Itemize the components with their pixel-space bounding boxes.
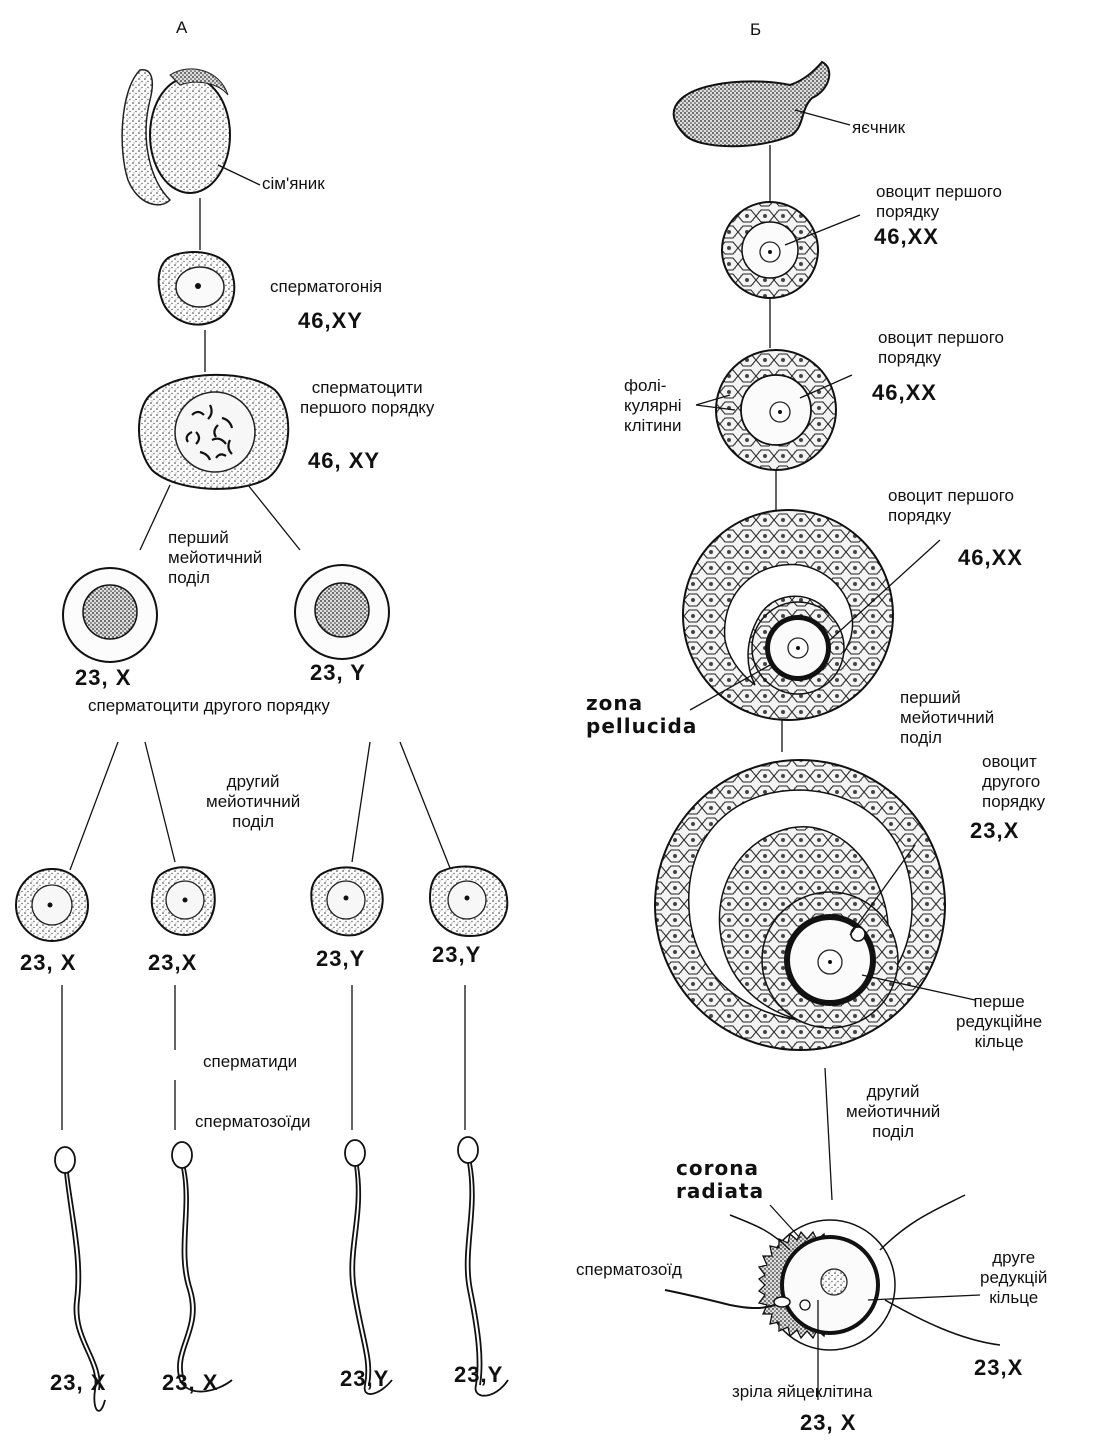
secondary-oocyte-karyotype: 23,X — [970, 818, 1020, 843]
spermatozoon-3 — [344, 1139, 393, 1395]
spermatids-label: сперматиди — [203, 1052, 298, 1071]
spermatid-cell-4 — [428, 865, 509, 938]
panel-a — [15, 68, 509, 1412]
sperm-karyotype-1: 23, X — [50, 1370, 107, 1395]
spermatogonium-cell — [157, 251, 236, 326]
primary-spermatocytes-karyotype: 46, XY — [308, 448, 381, 473]
oocyte3-karyotype: 46,XX — [958, 545, 1023, 570]
primary-oocyte-secondary-follicle — [682, 509, 894, 721]
first-meiotic-division-b: перший мейотичний поділ — [900, 688, 995, 747]
secondary-oocyte-follicle — [654, 759, 946, 1051]
oocyte1-label: овоцит першого порядку — [876, 182, 1002, 221]
primary-oocyte-primordial — [721, 201, 819, 299]
sperm-karyotype-4: 23,Y — [454, 1362, 504, 1387]
mature-egg-cell — [729, 1194, 1001, 1351]
oocyte1-karyotype: 46,XX — [874, 224, 939, 249]
panel-b — [654, 60, 1001, 1400]
primary-spermatocytes-label: сперматоцити першого порядку — [300, 378, 435, 417]
corona-radiata-label: corona radiata — [676, 1156, 765, 1203]
spermatid-karyotype-1: 23, X — [20, 950, 77, 975]
ovary-label: яєчник — [852, 118, 906, 137]
secondary-oocyte-label: овоцит другого порядку — [982, 752, 1046, 811]
primary-oocyte-primary-follicle — [715, 349, 837, 471]
secondary-right-karyotype: 23, Y — [310, 660, 366, 685]
mature-egg-label: зріла яйцеклітина — [732, 1382, 873, 1401]
spermatid-karyotype-2: 23,X — [148, 950, 198, 975]
secondary-spermatocyte-left — [62, 567, 158, 663]
spermatid-cell-2 — [150, 866, 216, 937]
first-polar-body-label: перше редукційне кільце — [956, 992, 1043, 1051]
sperm-label: сперматозоїд — [576, 1260, 682, 1279]
testis-label: сім'яник — [262, 174, 325, 193]
oocyte2-label: овоцит першого порядку — [878, 328, 1004, 367]
second-meiotic-division-b: другий мейотичний поділ — [846, 1082, 941, 1141]
testis-illustration — [121, 68, 231, 206]
spermatid-cell-1 — [15, 868, 89, 942]
second-meiotic-division-a: другий мейотичний поділ — [206, 772, 301, 831]
spermatogonia-karyotype: 46,XY — [298, 308, 363, 333]
spermatozoon-4 — [457, 1136, 509, 1397]
spermatozoa-label: сперматозоїди — [195, 1112, 311, 1131]
spermatozoon-1 — [54, 1146, 106, 1412]
follicular-cells-label: фолі- кулярні клітини — [624, 376, 682, 435]
spermatogonia-label: сперматогонія — [270, 277, 383, 296]
panel-b-header: Б — [750, 20, 762, 39]
spermatid-cell-3 — [310, 866, 384, 937]
primary-spermatocyte-cell — [138, 373, 290, 490]
secondary-left-karyotype: 23, X — [75, 665, 132, 690]
ovary-illustration — [672, 60, 831, 148]
sperm-karyotype-3: 23,Y — [340, 1366, 390, 1391]
first-meiotic-division-a: перший мейотичний поділ — [168, 528, 263, 587]
secondary-spermatocyte-right — [294, 564, 390, 660]
spermatozoon-2 — [171, 1141, 233, 1393]
sperm-at-egg — [664, 1289, 791, 1309]
secondary-spermatocytes-label: сперматоцити другого порядку — [88, 696, 330, 715]
oocyte2-karyotype: 46,XX — [872, 380, 937, 405]
oocyte3-label: овоцит першого порядку — [888, 486, 1014, 525]
mature-egg-karyotype: 23, X — [800, 1410, 857, 1435]
spermatid-karyotype-4: 23,Y — [432, 942, 482, 967]
panel-a-header: А — [176, 18, 188, 37]
spermatid-karyotype-3: 23,Y — [316, 946, 366, 971]
sperm-karyotype-2: 23, X — [162, 1370, 219, 1395]
second-polar-body-label: друге редукцій кільце — [980, 1248, 1048, 1307]
right-karyotype: 23,X — [974, 1355, 1024, 1380]
zona-pellucida-label: zona pellucida — [586, 691, 698, 738]
